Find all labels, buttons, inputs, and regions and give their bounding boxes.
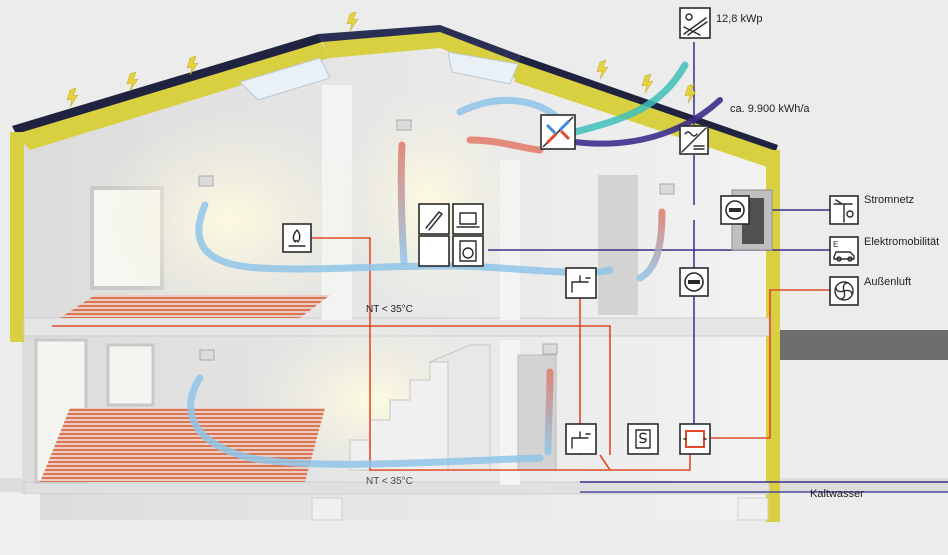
glow-upper-left bbox=[90, 110, 370, 330]
exhaust-rise-mid bbox=[397, 141, 408, 266]
heat-recovery-ventilation-icon bbox=[540, 114, 576, 150]
outflow-stream bbox=[572, 97, 723, 147]
electric-car-icon: E bbox=[829, 236, 859, 266]
electricity-meter-icon bbox=[720, 195, 750, 225]
vents bbox=[198, 119, 675, 361]
nt-upper-label: NT < 35°C bbox=[366, 304, 413, 315]
floor-slab-ground bbox=[23, 481, 770, 495]
vent bbox=[198, 175, 214, 187]
power-pole-icon bbox=[829, 195, 859, 225]
wall-insulation-left bbox=[10, 132, 24, 342]
washing-machine-icon bbox=[452, 235, 484, 267]
roof-pv-left bbox=[12, 34, 322, 134]
svg-text:E: E bbox=[833, 240, 838, 249]
fresh-air-ground bbox=[187, 374, 544, 468]
vent bbox=[659, 183, 675, 195]
grid-label: Stromnetz bbox=[864, 194, 914, 206]
laptop-icon bbox=[452, 203, 484, 235]
warm-water-pipes bbox=[52, 237, 830, 471]
outside-air-label: Außenluft bbox=[864, 276, 911, 288]
vent bbox=[199, 349, 215, 361]
appliance-icon bbox=[418, 235, 450, 267]
exhaust-roof bbox=[466, 136, 544, 154]
vent bbox=[542, 343, 558, 355]
emobility-label: Elektromobilität bbox=[864, 236, 939, 248]
glow-upper-mid bbox=[340, 90, 520, 310]
lightning-icon bbox=[684, 83, 697, 104]
water-heater-icon bbox=[565, 423, 597, 455]
pv-power-label: 12,8 kWp bbox=[716, 13, 762, 25]
roof-pv-ridge bbox=[318, 25, 520, 62]
foundation-block bbox=[311, 497, 343, 521]
lightning-bolts bbox=[66, 11, 697, 108]
nt-lower-label: NT < 35°C bbox=[366, 476, 413, 487]
wood-stove-icon bbox=[282, 223, 312, 253]
lightning-icon bbox=[126, 71, 139, 92]
roof-insulation bbox=[14, 40, 330, 150]
floor-heating-upper bbox=[60, 295, 330, 318]
electricity-meter-icon bbox=[679, 267, 709, 297]
ground-right bbox=[780, 330, 948, 360]
solar-stream bbox=[571, 61, 689, 136]
roof-insulation-right bbox=[515, 60, 775, 168]
door-upper bbox=[598, 175, 638, 315]
cold-water-label: Kaltwasser bbox=[810, 488, 864, 500]
lamp-icon bbox=[418, 203, 450, 235]
vent bbox=[396, 119, 412, 131]
fan-icon bbox=[829, 276, 859, 306]
foundation-block bbox=[737, 497, 769, 521]
skylight-left bbox=[239, 57, 331, 101]
window-ground-mid bbox=[106, 343, 155, 407]
lightning-icon bbox=[186, 55, 199, 76]
skylight-right bbox=[447, 51, 519, 85]
lightning-icon bbox=[66, 87, 79, 108]
fresh-air-roof bbox=[456, 97, 564, 124]
exhaust-rise-right bbox=[636, 208, 666, 282]
lightning-icon bbox=[346, 11, 359, 32]
air-streams bbox=[187, 61, 723, 468]
water-heater-icon bbox=[565, 267, 597, 299]
floor-heating-ground bbox=[40, 408, 325, 482]
inverter-icon bbox=[679, 125, 709, 155]
lightning-icon bbox=[641, 73, 654, 94]
storage-tank-icon bbox=[627, 423, 659, 455]
foundation-left bbox=[0, 494, 40, 555]
heat-pump-icon bbox=[679, 423, 711, 455]
lightning-icon bbox=[596, 59, 609, 80]
solar-panel-icon bbox=[679, 7, 711, 39]
inner-wall-3 bbox=[500, 340, 520, 485]
fresh-air-upper bbox=[195, 201, 614, 277]
annual-yield-label: ca. 9.900 kWh/a bbox=[730, 103, 810, 115]
staircase bbox=[349, 344, 491, 471]
exhaust-rise-ground bbox=[544, 368, 554, 456]
